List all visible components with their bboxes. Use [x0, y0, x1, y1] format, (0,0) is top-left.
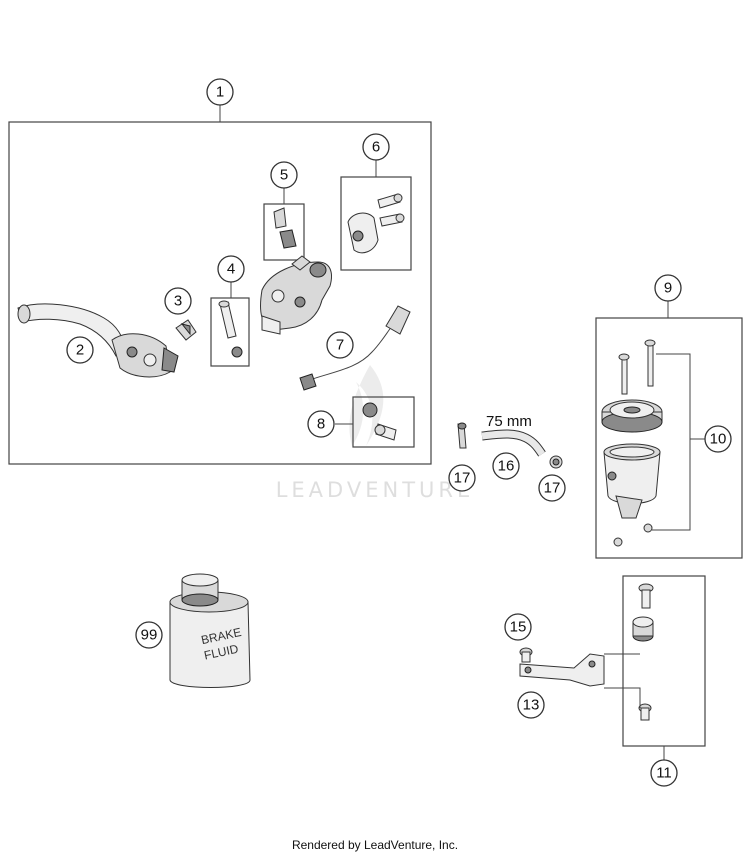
svg-text:3: 3	[174, 293, 182, 310]
svg-text:17: 17	[544, 480, 561, 497]
svg-text:16: 16	[498, 458, 515, 475]
reservoir-cap	[601, 399, 663, 433]
part-6-clamp	[347, 193, 405, 254]
sub-frame-4	[210, 297, 250, 367]
part-11-screw-top	[638, 583, 654, 609]
assembly-frame-9	[595, 317, 743, 559]
callout-4[interactable]: 4	[217, 255, 245, 283]
svg-text:17: 17	[454, 470, 471, 487]
svg-text:11: 11	[656, 765, 672, 782]
svg-text:9: 9	[664, 280, 672, 297]
callout-7[interactable]: 7	[326, 331, 354, 359]
assembly-frame-11	[622, 575, 706, 747]
callout-5[interactable]: 5	[270, 161, 298, 189]
credit-footer: Rendered by LeadVenture, Inc.	[291, 838, 459, 852]
callout-99[interactable]: 99	[135, 621, 163, 649]
hose-length-label: 75 mm	[486, 413, 532, 430]
reservoir-nuts	[613, 523, 653, 547]
reservoir-screws	[618, 339, 656, 395]
part-11-screw-bottom	[638, 703, 652, 721]
sub-frame-8	[352, 396, 415, 448]
svg-text:99: 99	[141, 627, 158, 644]
svg-text:7: 7	[336, 337, 344, 354]
callout-8[interactable]: 8	[307, 410, 335, 438]
part-3-bushing	[175, 319, 197, 341]
part-16-hose	[481, 429, 546, 457]
brake-fluid-bottle: BRAKE FLUID	[169, 573, 251, 688]
leader-10	[652, 353, 691, 531]
part-7-brake-switch-cable	[299, 305, 411, 391]
callout-17-right[interactable]: 17	[538, 474, 566, 502]
part-5-bleeder	[273, 207, 297, 249]
part-11-grommet	[632, 616, 654, 642]
watermark-text: LEADVENTURE	[276, 478, 475, 502]
svg-text:10: 10	[710, 431, 727, 448]
callout-9[interactable]: 9	[654, 274, 682, 302]
callout-13[interactable]: 13	[517, 691, 545, 719]
callout-16[interactable]: 16	[492, 452, 520, 480]
svg-text:8: 8	[317, 416, 325, 433]
part-17-clamp-right	[549, 455, 563, 469]
svg-text:15: 15	[510, 619, 527, 636]
part-8-banjo	[362, 402, 397, 441]
callout-11[interactable]: 11	[650, 759, 678, 787]
part-15-screw	[519, 647, 533, 663]
part-13-bracket	[519, 653, 605, 687]
callout-15[interactable]: 15	[504, 613, 532, 641]
part-4-pin	[218, 300, 243, 358]
svg-text:1: 1	[216, 84, 224, 101]
svg-text:2: 2	[76, 342, 84, 359]
svg-text:13: 13	[523, 697, 540, 714]
brake-lever	[17, 303, 179, 378]
watermark: LEADVENTURE	[276, 365, 475, 502]
leader-11-bottom	[604, 687, 641, 708]
svg-text:6: 6	[372, 139, 380, 156]
reservoir-container	[603, 443, 661, 519]
callout-2[interactable]: 2	[66, 336, 94, 364]
callout-1[interactable]: 1	[206, 78, 234, 106]
callout-3[interactable]: 3	[164, 287, 192, 315]
callout-17-left[interactable]: 17	[448, 464, 476, 492]
part-17-fitting-left	[457, 422, 467, 449]
callout-10[interactable]: 10	[704, 425, 732, 453]
master-cylinder-body	[260, 255, 332, 335]
svg-text:5: 5	[280, 167, 288, 184]
svg-text:4: 4	[227, 261, 235, 278]
callout-6[interactable]: 6	[362, 133, 390, 161]
